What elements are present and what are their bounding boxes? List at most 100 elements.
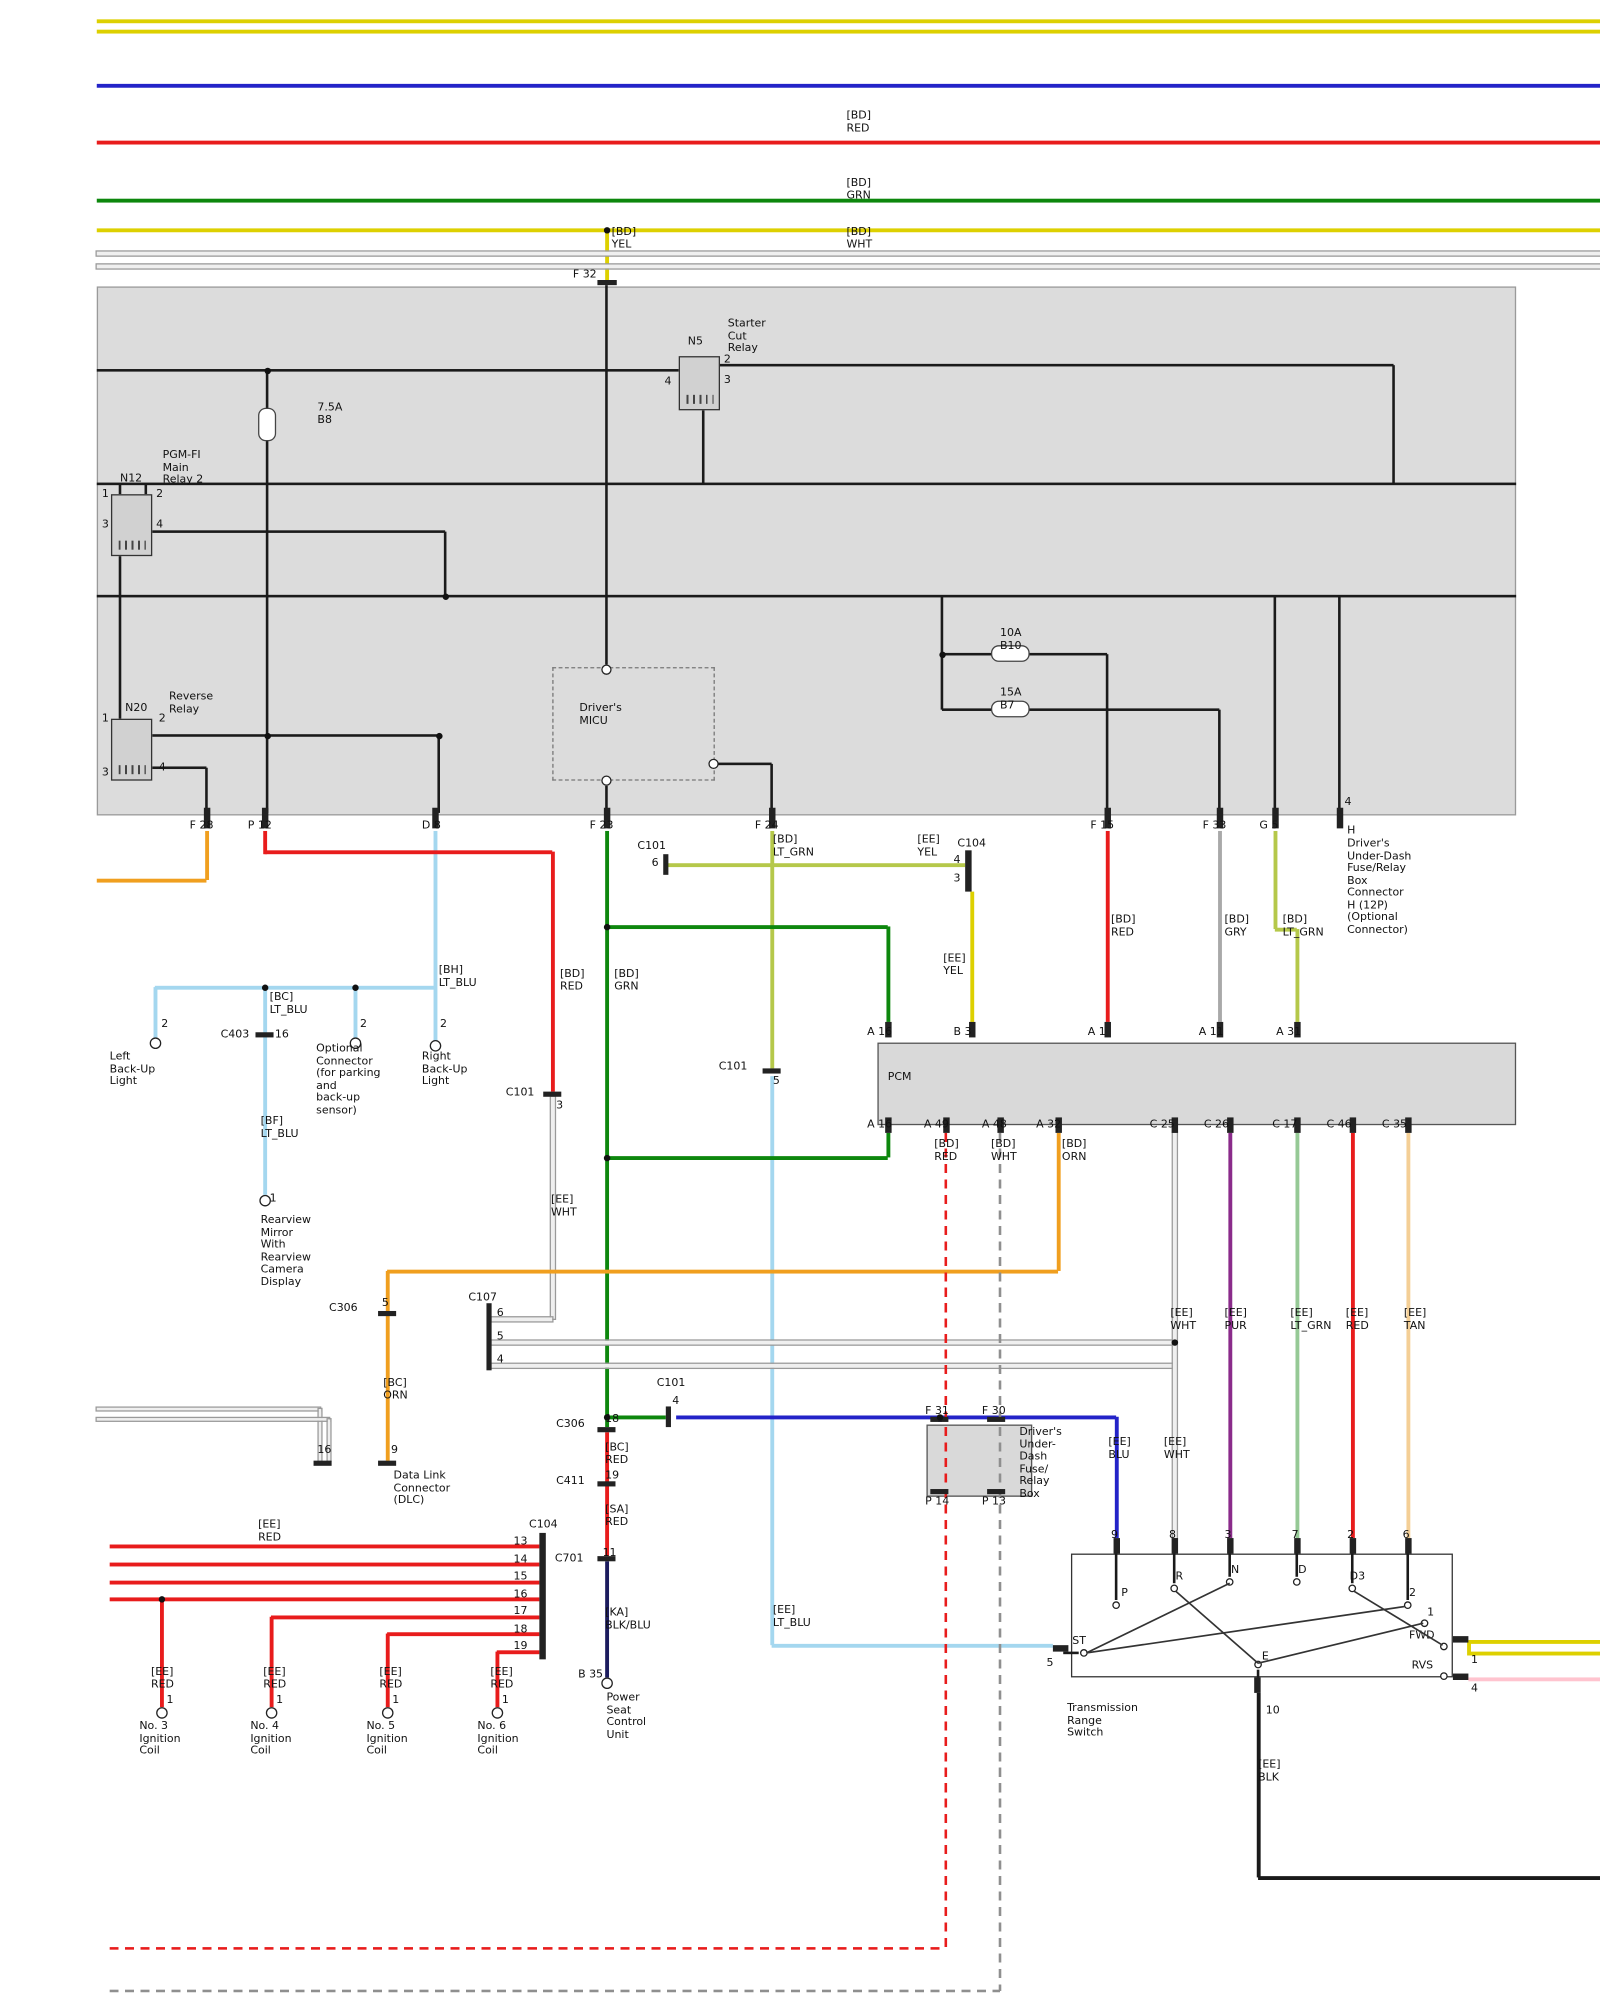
wire-blu-trs9	[1114, 1416, 1119, 1539]
wire-n12-pin2-stub	[144, 483, 147, 495]
label-micu-label: Driver's MICU	[579, 701, 622, 728]
right-backup-light-term	[429, 1039, 441, 1051]
label-ee-red-main: [EE] RED	[258, 1518, 282, 1544]
label-power-seat-label: Power Seat Control Unit	[606, 1691, 647, 1742]
label-ee-red-coil4: [EE] RED	[263, 1665, 287, 1691]
pcm-a1-conn	[1104, 1021, 1111, 1038]
pcm-a16t-conn	[885, 1021, 892, 1038]
wire-top-yellow-2	[96, 29, 1600, 33]
wire-left-bul-drop	[152, 987, 157, 1038]
label-trs-pos-d3: D3	[1349, 1570, 1366, 1584]
label-sa-red: [SA] RED	[605, 1503, 629, 1529]
junction-dot	[435, 732, 442, 739]
wire-coil5-drop	[385, 1633, 390, 1708]
label-trs-pos-n: N	[1230, 1563, 1240, 1577]
junction-dot	[603, 226, 610, 233]
label-opt-pin2: 2	[360, 1018, 367, 1031]
trs-3-conn	[1227, 1538, 1234, 1554]
p14-conn	[930, 1489, 949, 1495]
wire-n5-out	[720, 364, 1394, 367]
label-c306-top-label: C306	[329, 1301, 358, 1315]
label-c104-pin13: 13	[513, 1535, 528, 1549]
under-dash-fuse-relay-box	[96, 286, 1517, 816]
label-trs-pin9: 9	[1110, 1529, 1118, 1542]
wire-trs-blk-v	[1256, 1692, 1260, 1878]
fuse-b10-symbol	[990, 645, 1030, 662]
label-c101-low-label: C101	[656, 1376, 686, 1390]
label-ee-wht-1: [EE] WHT	[550, 1193, 577, 1219]
label-bd-wht: [BD] WHT	[846, 225, 873, 251]
label-fuse-b7-label: 15A B7	[1000, 686, 1022, 712]
wire-c107-4-h	[490, 1361, 1176, 1369]
wire-bh-ltblu-v	[432, 830, 437, 1043]
wire-c107-5-h	[490, 1338, 1176, 1346]
label-pcm-c46: C 46	[1326, 1118, 1352, 1132]
label-c104-pin19: 19	[513, 1640, 528, 1653]
label-n5-label: N5	[687, 335, 703, 349]
label-trs-pos-d: D	[1298, 1563, 1307, 1577]
label-c101-5-label: C101	[718, 1060, 748, 1074]
wire-ign-row-13	[109, 1543, 540, 1548]
label-bd-orn: [BD] ORN	[1061, 1138, 1087, 1164]
label-trs-pos-p: P	[1121, 1587, 1128, 1600]
label-n20-label: N20	[125, 701, 148, 715]
wire-rvs-pink	[1468, 1676, 1600, 1681]
wire-n20-row	[152, 734, 439, 737]
wire-top-yellow-1	[96, 18, 1600, 23]
label-c306-low-label: C306	[556, 1418, 585, 1431]
d8-conn	[432, 807, 439, 829]
label-f30-label: F 30	[981, 1405, 1006, 1419]
label-trs-right-1: 1	[1470, 1654, 1478, 1668]
label-trs-pin2: 2	[1347, 1529, 1355, 1542]
label-coil3-label: No. 3 Ignition Coil	[139, 1720, 181, 1758]
pcm-b3-conn	[969, 1021, 976, 1038]
wire-f28-orn-v	[204, 830, 209, 880]
label-coil4-label: No. 4 Ignition Coil	[250, 1720, 292, 1758]
wire-ka-blkblu-v	[604, 1561, 609, 1678]
micu-top-term	[601, 664, 612, 675]
trs-left-conn	[1052, 1645, 1069, 1652]
label-n12-pin1: 1	[101, 487, 109, 501]
label-c104-pin17: 17	[513, 1605, 528, 1619]
label-b35-label: B 35	[578, 1668, 604, 1682]
label-c701-label: C701	[554, 1552, 584, 1566]
label-c411-pin19: 19	[605, 1469, 620, 1483]
wire-bd-red-dash-h	[109, 1946, 946, 1950]
label-ee-red-coil5: [EE] RED	[379, 1665, 403, 1691]
label-ee-red-coil3: [EE] RED	[150, 1665, 174, 1691]
label-ee-blk: [EE] BLK	[1258, 1758, 1281, 1784]
pcm-a48-conn	[997, 1117, 1004, 1133]
label-f15-label: F 15	[1090, 819, 1115, 833]
label-trs-right-4: 4	[1470, 1682, 1478, 1696]
label-ee-yel-1: [EE] YEL	[917, 833, 940, 859]
c101-5-conn	[762, 1068, 781, 1074]
trs-contact-1	[1420, 1619, 1429, 1628]
wire-dlc16-v1	[317, 1407, 323, 1462]
label-c101-pin4: 4	[672, 1394, 680, 1408]
label-pcm-a49: A 49	[923, 1118, 949, 1132]
wire-c26-pur	[1227, 1132, 1232, 1539]
label-h-conn-desc: Driver's Under-Dash Fuse/Relay Box Conne…	[1347, 837, 1412, 937]
wire-g5-feed	[1273, 596, 1276, 813]
junction-dot	[158, 1595, 165, 1602]
pcm-a49-conn	[943, 1117, 950, 1133]
label-c107-pin5: 5	[496, 1330, 504, 1344]
wire-n5-pin3-drop	[702, 410, 705, 484]
label-g5-label: G 5	[1259, 819, 1279, 833]
label-ee-pur: [EE] PUR	[1224, 1307, 1247, 1333]
wire-ign-row-16	[109, 1596, 540, 1601]
wire-trs-stub-7	[1295, 1553, 1298, 1577]
fuse-b7-symbol	[990, 700, 1030, 718]
label-trs-fwd: FWD	[1409, 1629, 1435, 1643]
coil4-term	[265, 1706, 277, 1719]
trs-contact-d	[1292, 1578, 1301, 1586]
wire-f15-red	[1105, 830, 1110, 1022]
wire-ee-yel-v	[969, 891, 974, 1022]
label-left-bul-label: Left Back-Up Light	[109, 1050, 156, 1088]
trs-contact-p	[1112, 1601, 1120, 1610]
label-c101-top-label: C101	[637, 840, 667, 853]
wire-orn-bus	[387, 1269, 1059, 1273]
wire-dlc16-v2	[326, 1418, 332, 1462]
label-c104-ign-label: C104	[529, 1518, 558, 1532]
f15-conn	[1104, 807, 1111, 829]
